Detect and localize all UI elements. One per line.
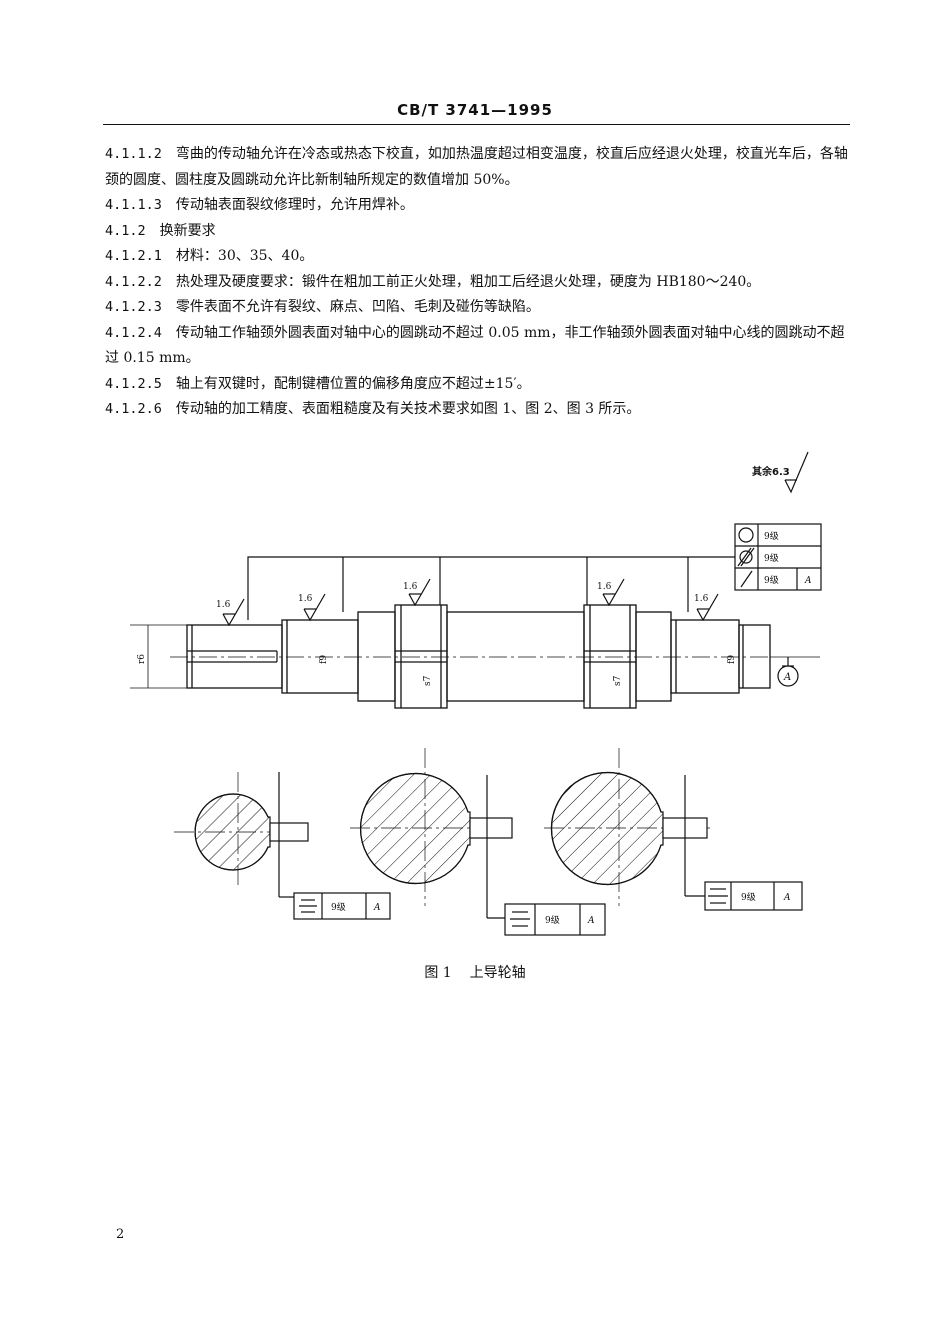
figure-caption: 图 1 上导轮轴 (0, 962, 950, 982)
clause-4-1-2-1: 4.1.2.1 材料：30、35、40。 (105, 244, 850, 270)
roughness-symbol: 1.6 (216, 598, 245, 627)
clause-number: 4.1.2.3 (105, 299, 162, 315)
clause-body: 传动轴的加工精度、表面粗糙度及有关技术要求如图 1、图 2、图 3 所示。 (175, 401, 641, 417)
clause-body: 弯曲的传动轴允许在冷态或热态下校直，如加热温度超过相变温度，校直后应经退火处理，… (105, 146, 848, 188)
datum-a-label: A (783, 672, 791, 683)
symmetry-frame (293, 892, 391, 920)
general-roughness-symbol (784, 451, 809, 494)
clause-4-1-2-2: 4.1.2.2 热处理及硬度要求：锻件在粗加工前正火处理，粗加工后经退火处理，硬度… (105, 270, 850, 296)
clause-number: 4.1.2.5 (105, 375, 162, 392)
clause-4-1-2-5: 4.1.2.5 轴上有双键时，配制键槽位置的偏移角度应不超过±15′。 (105, 372, 850, 398)
symmetry-icon (299, 899, 317, 913)
header-rule (103, 124, 850, 125)
tolerance-frame: 9级 9级 9级 A (734, 523, 822, 591)
clause-body: 轴上有双键时，配制键槽位置的偏移角度应不超过±15′。 (175, 375, 531, 392)
roughness-value: 1.6 (403, 582, 418, 592)
clause-4-1-2-3: 4.1.2.3 零件表面不允许有裂纹、麻点、凹陷、毛刺及碰伤等缺陷。 (105, 295, 850, 321)
symmetry-icon (708, 888, 728, 904)
clause-body: 传动轴表面裂纹修理时，允许用焊补。 (175, 197, 414, 213)
fit-s7-left: s7 (423, 675, 433, 686)
cylindricity-icon (737, 547, 755, 567)
clause-number: 4.1.2.6 (105, 401, 162, 417)
fit-s7-right: s7 (613, 675, 623, 686)
roughness-symbol: 1.6 (597, 578, 625, 607)
roughness-value: 1.6 (597, 582, 612, 592)
clause-4-1-2: 4.1.2 换新要求 (105, 219, 850, 245)
section-view: 9级 A (544, 748, 803, 911)
clause-body: 传动轴工作轴颈外圆表面对轴中心的圆跳动不超过 0.05 mm，非工作轴颈外圆表面… (105, 324, 845, 367)
roughness-value: 1.6 (694, 594, 709, 604)
clause-number: 4.1.2.4 (105, 324, 162, 341)
clause-number: 4.1.2.1 (105, 248, 162, 264)
symmetry-grade: 9级 (545, 914, 560, 926)
symmetry-frame (704, 881, 803, 911)
figure-title: 上导轮轴 (469, 965, 526, 981)
clause-4-1-1-3: 4.1.1.3 传动轴表面裂纹修理时，允许用焊补。 (105, 193, 850, 219)
clause-body: 热处理及硬度要求：锻件在粗加工前正火处理，粗加工后经退火处理，硬度为 HB180… (175, 273, 761, 290)
shaft-drawing: 其余6.3 9级 9级 9级 A (130, 451, 822, 936)
cylindricity-grade: 9级 (764, 552, 779, 564)
fit-f9-right: f9 (727, 655, 737, 664)
general-roughness-note: 其余6.3 (752, 465, 790, 478)
runout-grade: 9级 (764, 574, 779, 586)
roughness-symbol: 1.6 (694, 593, 719, 622)
roughness-symbol: 1.6 (403, 578, 431, 607)
keyway (584, 650, 636, 663)
clause-number: 4.1.1.3 (105, 197, 162, 213)
symmetry-datum: A (587, 916, 595, 926)
clause-body: 零件表面不允许有裂纹、麻点、凹陷、毛刺及碰伤等缺陷。 (175, 299, 540, 315)
runout-datum: A (804, 576, 812, 586)
standard-header: CB/T 3741—1995 (397, 101, 553, 119)
shaft-profile (186, 604, 771, 709)
runout-icon (740, 570, 753, 588)
roughness-symbol: 1.6 (298, 593, 326, 622)
clause-number: 4.1.2 (105, 222, 146, 239)
roughness-value: 1.6 (216, 600, 231, 610)
symmetry-grade: 9级 (331, 901, 346, 913)
fit-f9-left: f9 (319, 655, 329, 664)
fit-r6: r6 (137, 654, 147, 664)
roundness-icon (738, 527, 754, 543)
symmetry-frame (504, 903, 606, 936)
keyway (395, 650, 447, 663)
clause-number: 4.1.2.2 (105, 273, 162, 290)
clause-number: 4.1.1.2 (105, 146, 162, 162)
symmetry-icon (510, 911, 530, 927)
figure-number: 图 1 (424, 965, 452, 981)
symmetry-datum: A (373, 903, 381, 913)
roundness-grade: 9级 (764, 530, 779, 542)
page-number: 2 (116, 1227, 125, 1242)
clause-4-1-2-6: 4.1.2.6 传动轴的加工精度、表面粗糙度及有关技术要求如图 1、图 2、图 3… (105, 397, 850, 423)
keyway (187, 650, 278, 663)
roughness-value: 1.6 (298, 594, 313, 604)
clause-body: 材料：30、35、40。 (175, 248, 314, 264)
datum-a-circle (777, 665, 799, 687)
section-view: 9级 A (174, 772, 391, 920)
symmetry-grade: 9级 (741, 891, 756, 903)
section-view: 9级 A (350, 748, 606, 936)
symmetry-datum: A (783, 893, 791, 903)
clause-body: 换新要求 (159, 222, 216, 239)
